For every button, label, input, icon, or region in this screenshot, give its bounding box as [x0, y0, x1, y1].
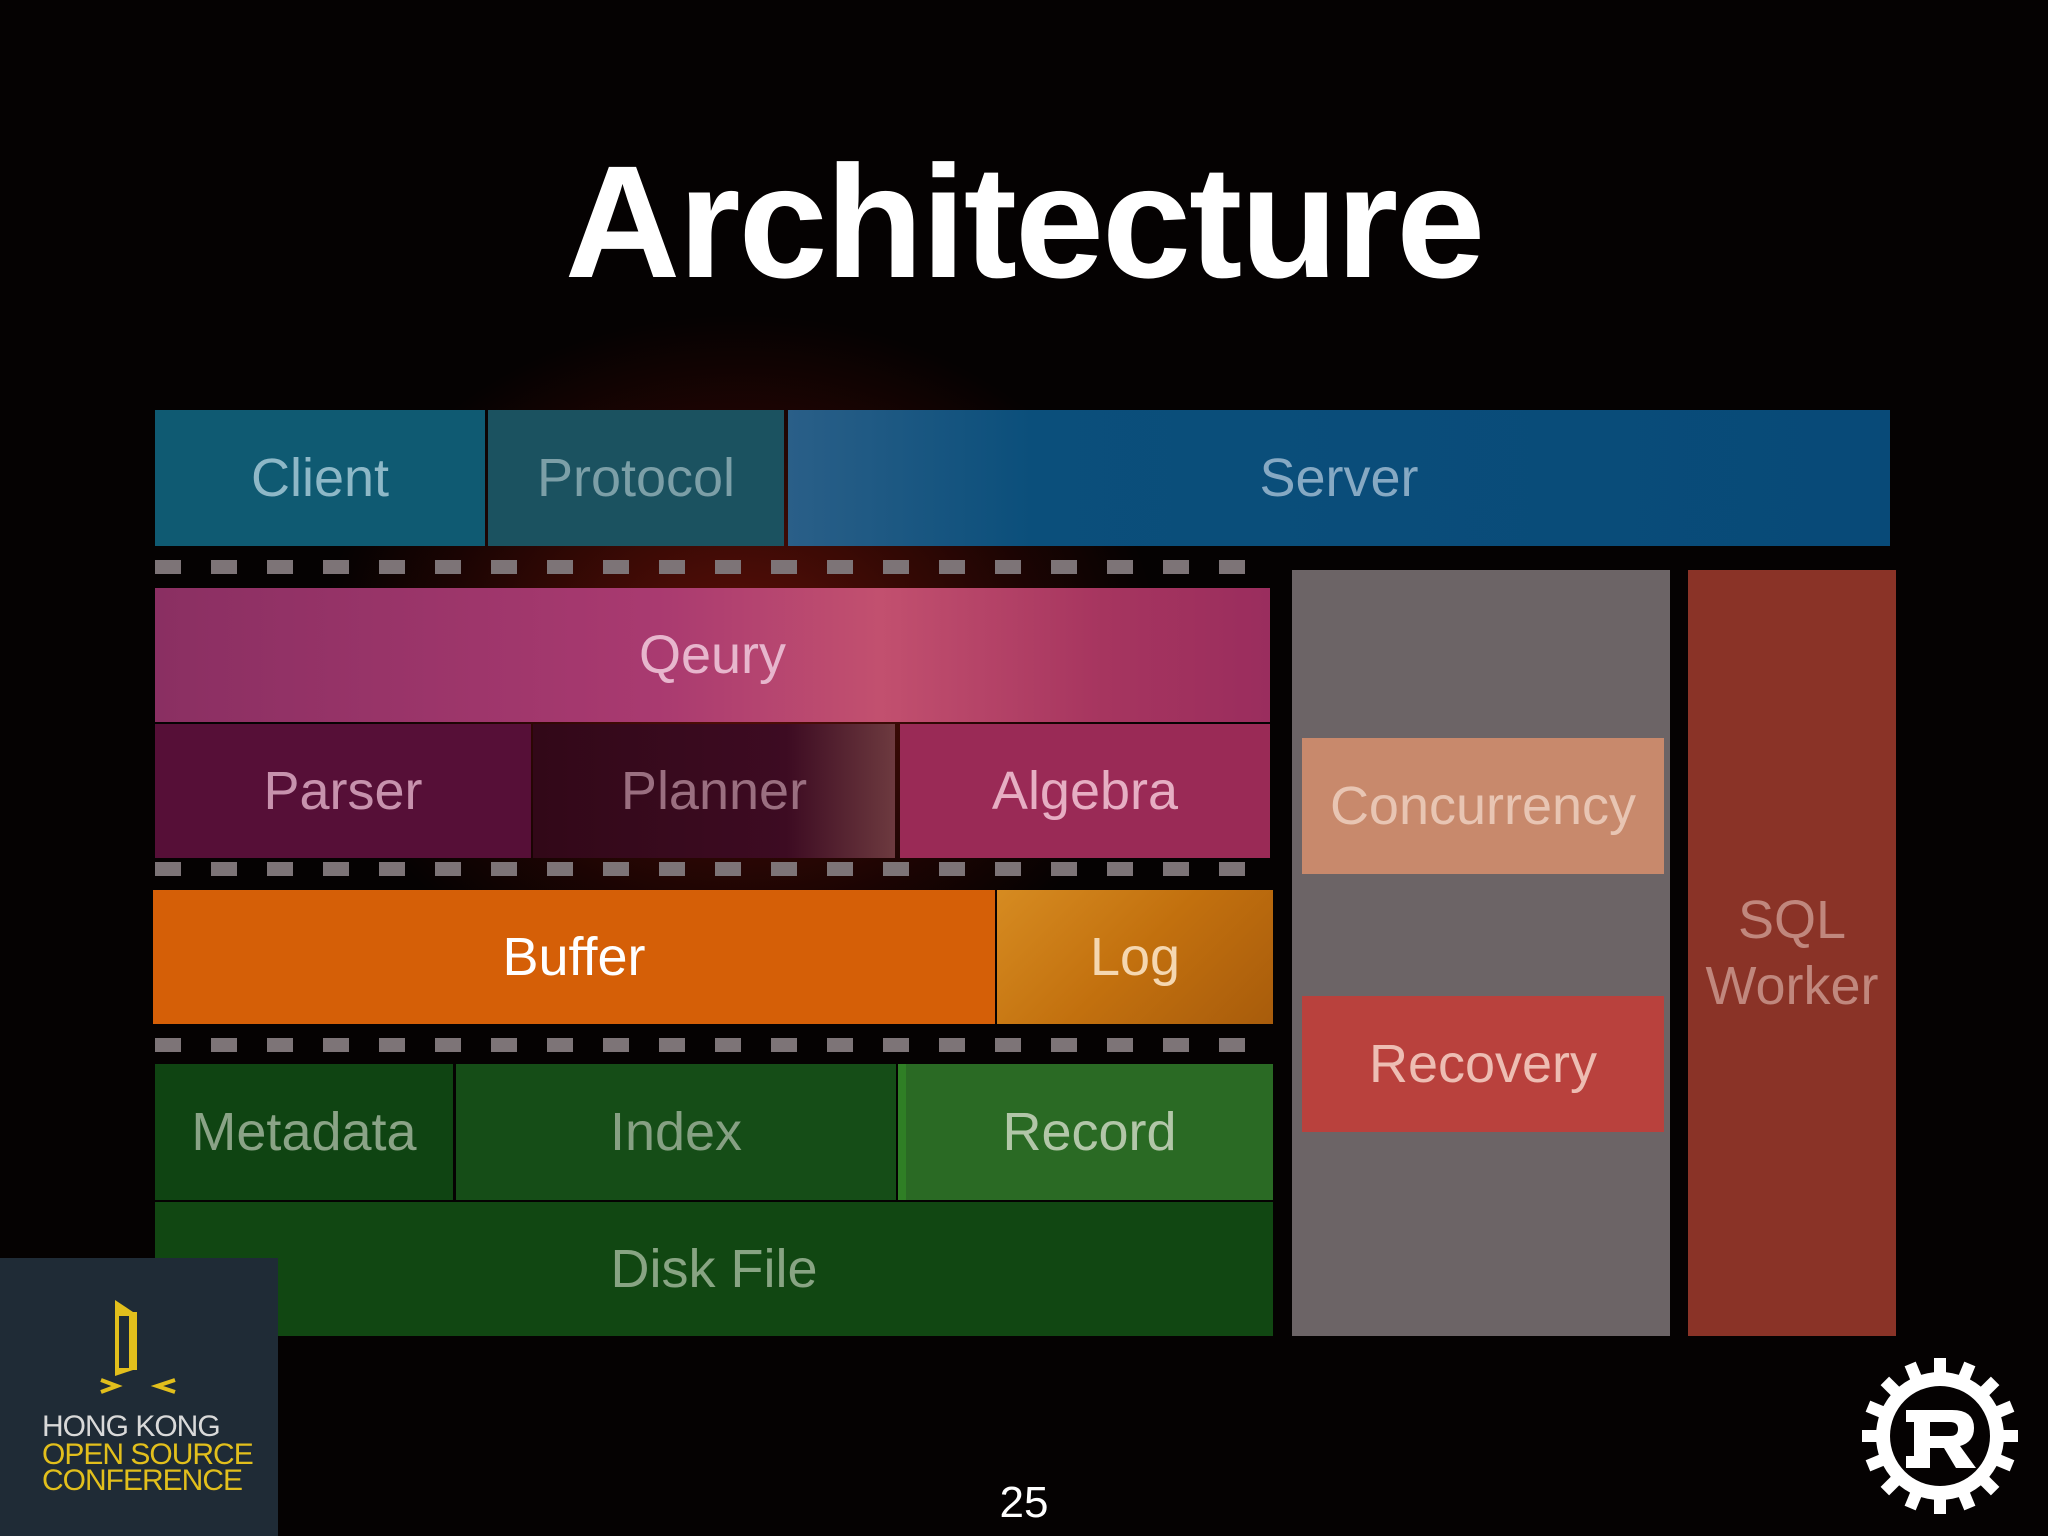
- query-block: Qeury: [155, 588, 1270, 722]
- sql-worker-block: SQL Worker: [1688, 570, 1896, 1336]
- layer-divider-3: [155, 1038, 1245, 1052]
- algebra-block: Algebra: [900, 724, 1270, 858]
- metadata-block: Metadata: [155, 1064, 453, 1200]
- buffer-block: Buffer: [153, 890, 995, 1024]
- conference-name-line3: CONFERENCE: [42, 1464, 243, 1497]
- side-column-block: [1292, 570, 1670, 1336]
- layer-divider-2: [155, 862, 1245, 876]
- protocol-label: Protocol: [536, 448, 736, 508]
- conference-name-line1: HONG KONG: [42, 1410, 221, 1443]
- layer-divider-1: [155, 560, 1245, 574]
- disk-file-label: Disk File: [610, 1239, 818, 1299]
- recovery-label: Recovery: [1368, 1034, 1598, 1094]
- parser-label: Parser: [263, 761, 423, 821]
- parser-block: Parser: [155, 724, 531, 858]
- metadata-label: Metadata: [191, 1102, 417, 1162]
- concurrency-block: Concurrency: [1302, 738, 1664, 874]
- query-label: Qeury: [638, 625, 787, 685]
- planner-block: Planner: [533, 724, 895, 858]
- server-block: Server: [788, 410, 1890, 546]
- disk-file-block: Disk File: [155, 1202, 1273, 1336]
- hk-open-source-conference-logo: HONG KONG OPEN SOURCE CONFERENCE: [0, 1258, 278, 1536]
- conference-name-line2: OPEN SOURCE: [42, 1438, 254, 1471]
- record-label: Record: [1002, 1102, 1177, 1162]
- server-label: Server: [1259, 448, 1419, 508]
- sql-worker-line2: Worker: [1705, 956, 1879, 1016]
- recovery-block: Recovery: [1302, 996, 1664, 1132]
- index-block: Index: [456, 1064, 896, 1200]
- client-label: Client: [250, 448, 390, 508]
- buffer-label: Buffer: [502, 927, 646, 987]
- door-icon: [100, 1300, 176, 1394]
- log-block: Log: [997, 890, 1273, 1024]
- log-label: Log: [1089, 927, 1181, 987]
- record-block: Record: [898, 1064, 1273, 1200]
- protocol-block: Protocol: [488, 410, 784, 546]
- algebra-label: Algebra: [991, 761, 1179, 821]
- sql-worker-line1: SQL: [1737, 890, 1847, 950]
- client-block: Client: [155, 410, 485, 546]
- concurrency-label: Concurrency: [1329, 776, 1637, 836]
- index-label: Index: [609, 1102, 743, 1162]
- slide-title: Architecture: [564, 132, 1486, 311]
- page-number: 25: [999, 1478, 1049, 1527]
- rust-logo-icon: [1862, 1358, 2018, 1514]
- planner-label: Planner: [620, 761, 808, 821]
